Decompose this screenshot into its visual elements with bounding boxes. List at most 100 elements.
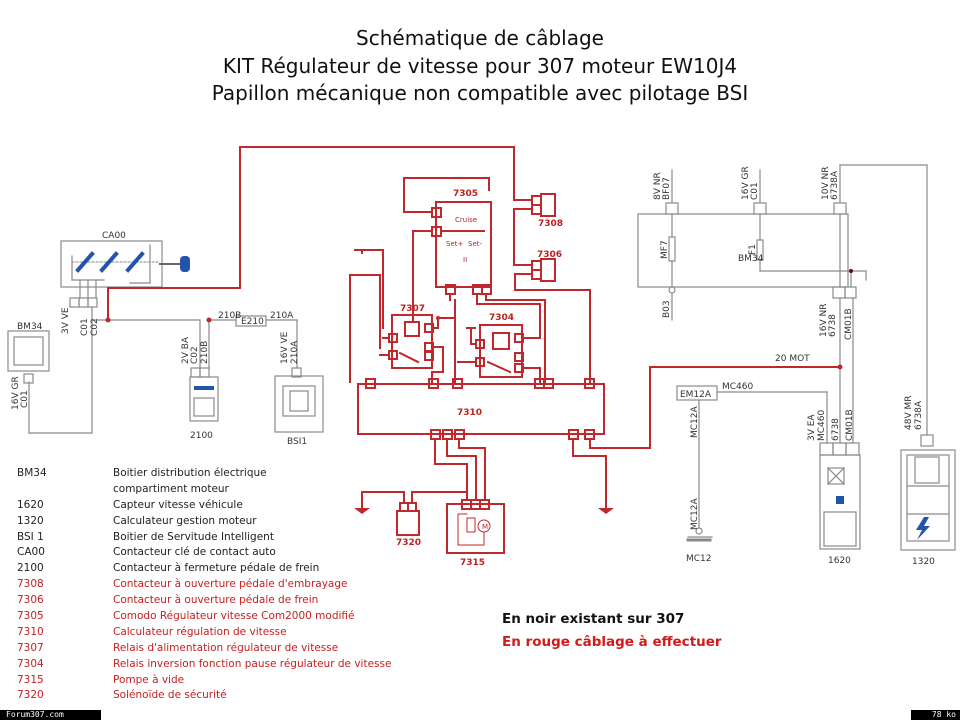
label-bm34-pin2-wire: 10V NR [821, 167, 831, 200]
brake-switch-icon [194, 386, 214, 390]
c2100-box [189, 376, 219, 422]
label-mc460: MC460 [722, 382, 754, 392]
note-existing: En noir existant sur 307 [502, 611, 685, 627]
label-7306: 7306 [537, 250, 562, 260]
label-bm34-out-wire: 16V NR [819, 304, 829, 337]
c1620-box [819, 454, 861, 550]
label-1620-mc460: MC460 [817, 409, 827, 441]
label-ca00-conn: 3V VE [61, 307, 71, 334]
note-to-do: En rouge câblage à effectuer [502, 634, 722, 650]
label-bsi-210a: 210A [290, 340, 300, 364]
label-fuse-f1: F1 [748, 244, 758, 255]
label-1620: 1620 [828, 556, 851, 566]
label-1320-conn: 48V MR [904, 396, 914, 431]
file-size-badge: 78 ko [911, 710, 960, 720]
site-watermark: Forum307.com [0, 710, 101, 720]
bsi1-box [274, 375, 324, 433]
label-bsi1: BSI1 [287, 437, 307, 447]
label-bm34-pin9-wire: 16V GR [741, 166, 751, 200]
label-bm34-c01: C01 [750, 182, 760, 200]
bm34-right-box [637, 213, 849, 288]
label-7308: 7308 [538, 219, 563, 229]
label-ca00: CA00 [102, 231, 126, 241]
label-1320-6738a: 6738A [914, 400, 924, 430]
label-bm34-left-wire: 16V GR [11, 376, 21, 410]
ground-icon-left [354, 508, 370, 514]
c1320-box [900, 449, 956, 551]
label-em12a: EM12A [680, 390, 712, 400]
label-ca00-c02: C02 [90, 318, 100, 336]
label-bm34-6738: 6738 [828, 314, 838, 337]
label-mc12: MC12 [686, 554, 712, 564]
c7305-box [435, 201, 492, 288]
label-2100-conn: 2V BA [181, 336, 191, 364]
ground-icon-right [598, 508, 614, 514]
label-7320: 7320 [396, 538, 421, 548]
legend-row: compartiment moteur [113, 482, 229, 495]
c7310-box [357, 383, 605, 435]
label-7307: 7307 [400, 304, 425, 314]
label-2100: 2100 [190, 431, 213, 441]
label-wire-210b: 210B [218, 311, 241, 321]
label-7305: 7305 [453, 189, 478, 199]
label-bm34-right: BM34 [738, 254, 764, 264]
diagram-subtitle-note: Papillon mécanique non compatible avec p… [211, 81, 749, 105]
label-7304: 7304 [489, 313, 514, 323]
bm34-left-box [7, 330, 50, 372]
label-1620-cm01b: CM01B [845, 409, 855, 441]
new-wiring [107, 146, 841, 554]
motor-icon: M [482, 523, 488, 531]
em12a-box [676, 385, 718, 401]
label-e210: E210 [241, 317, 264, 327]
label-7315: 7315 [460, 558, 485, 568]
label-20-mot: 20 MOT [775, 354, 810, 364]
label-fuse-mf7: MF7 [660, 240, 670, 259]
legend-row: 1320 Calculateur gestion moteur [17, 514, 257, 527]
label-bsi-conn: 16V VE [280, 331, 290, 364]
label-bm34-left: BM34 [17, 322, 43, 332]
label-2100-c02: C02 [190, 346, 200, 364]
label-bm34-left-c01: C01 [20, 390, 30, 408]
label-bm34-pin7-wire: 8V NR [653, 172, 663, 200]
c7320-box [396, 510, 420, 536]
label-1320: 1320 [912, 557, 935, 567]
label-mc12a-bottom: MC12A [690, 497, 700, 530]
diagram-subtitle: KIT Régulateur de vitesse pour 307 moteu… [222, 54, 738, 78]
c7315-box [446, 503, 505, 554]
sensor-icon [836, 496, 844, 504]
label-wire-210a: 210A [270, 311, 294, 321]
label-ca00-c01: C01 [80, 318, 90, 336]
key-icon [71, 251, 190, 273]
label-set-plus: Set+ [446, 240, 463, 248]
label-mc12a-top: MC12A [690, 405, 700, 438]
c7304-box [479, 324, 523, 378]
lightning-icon [916, 517, 930, 540]
label-bm34-bf07: BF07 [662, 177, 672, 200]
label-b03: B03 [662, 300, 672, 318]
label-7310: 7310 [457, 408, 482, 418]
label-bm34-cm01b: CM01B [844, 308, 854, 340]
label-set-minus: Set- [468, 240, 482, 248]
diagram-title: Schématique de câblage [356, 26, 604, 50]
label-pause: II [463, 256, 467, 264]
label-bm34-6738a: 6738A [830, 170, 840, 200]
e210-box [235, 315, 267, 327]
label-1620-conn: 3V EA [807, 414, 817, 441]
label-2100-210b: 210B [200, 341, 210, 364]
label-1620-6738: 6738 [831, 418, 841, 441]
